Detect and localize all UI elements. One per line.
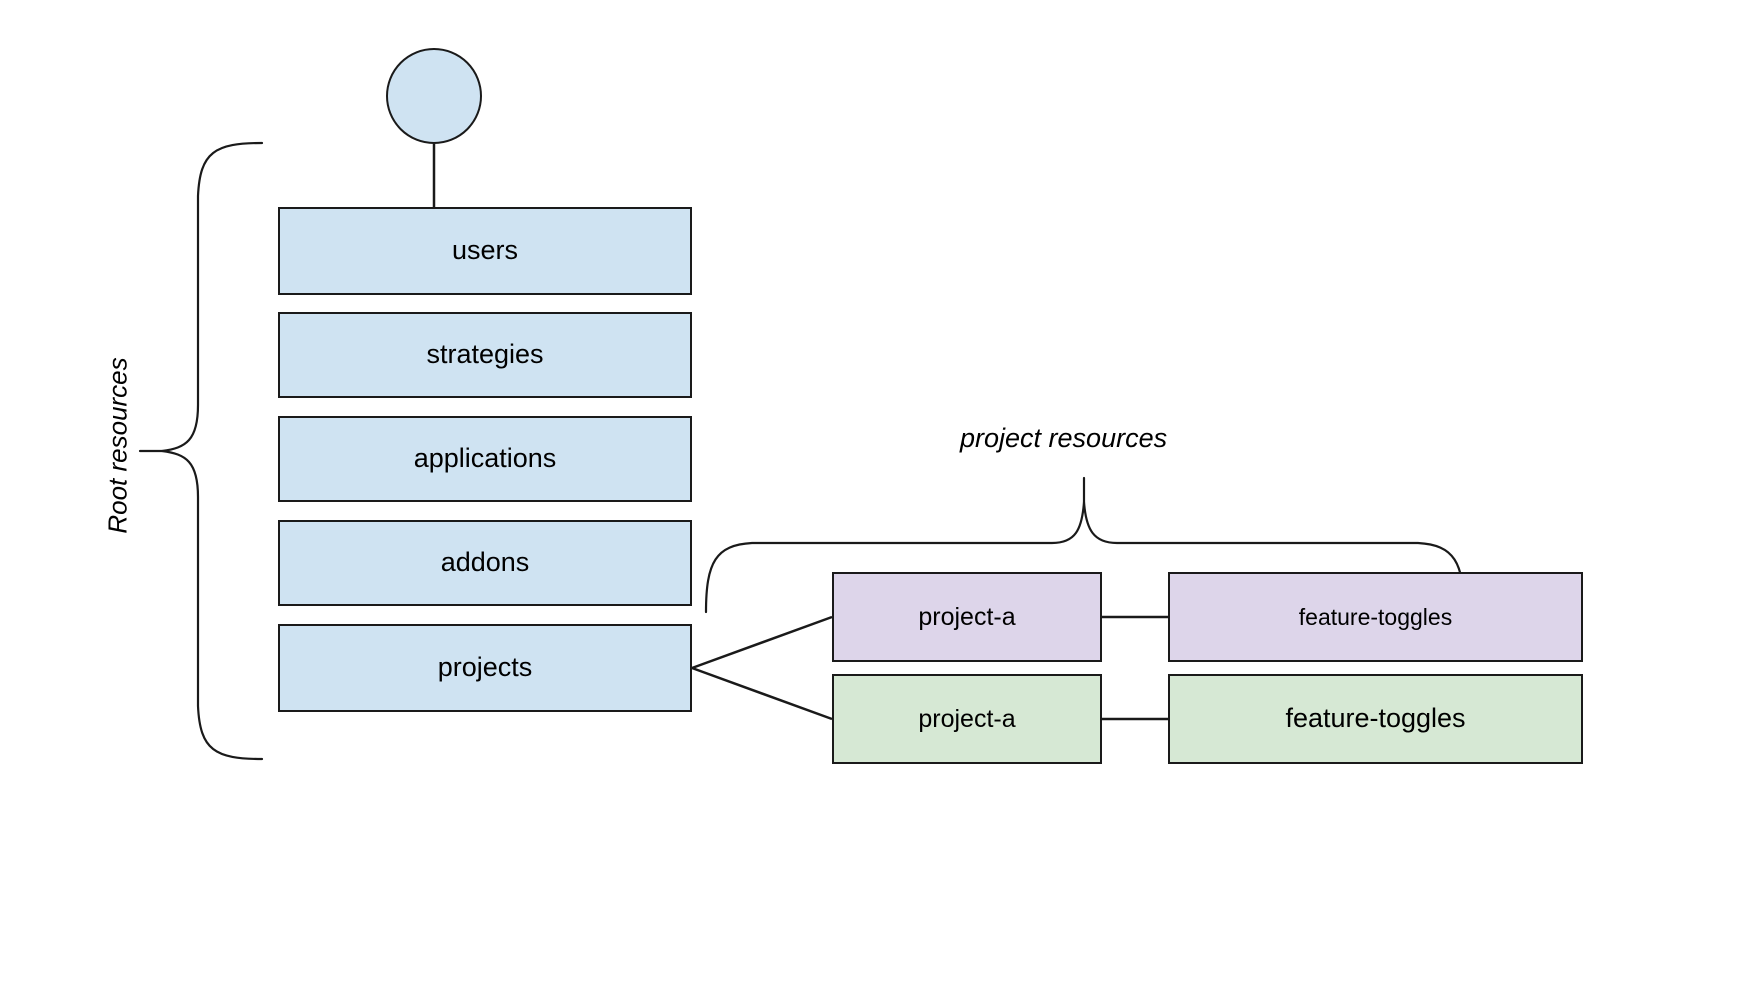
root-resources-label: Root resources [102,357,133,534]
project-resources-label: project resources [960,423,1168,453]
node-applications-label: applications [413,443,557,474]
edge-projects-to-project-a-green [691,666,833,721]
node-project-a-purple-label: project-a [918,602,1016,631]
edge-projects-to-project-a-purple [691,615,833,670]
node-project-a-green[interactable]: project-a [832,674,1102,764]
node-feature-toggles-green[interactable]: feature-toggles [1168,674,1583,764]
node-strategies-label: strategies [426,339,544,370]
node-users-label: users [451,235,519,266]
node-projects[interactable]: projects [278,624,692,712]
node-addons[interactable]: addons [278,520,692,606]
node-project-a-green-label: project-a [918,704,1016,733]
node-strategies[interactable]: strategies [278,312,692,398]
node-project-a-purple[interactable]: project-a [832,572,1102,662]
node-projects-label: projects [437,652,533,683]
node-applications[interactable]: applications [278,416,692,502]
root-resources-brace [161,141,264,761]
node-feature-toggles-purple-label: feature-toggles [1298,603,1453,630]
node-feature-toggles-green-label: feature-toggles [1285,703,1466,734]
node-addons-label: addons [440,547,530,578]
node-users[interactable]: users [278,207,692,295]
node-feature-toggles-purple[interactable]: feature-toggles [1168,572,1583,662]
root-circle-node[interactable] [386,48,482,144]
